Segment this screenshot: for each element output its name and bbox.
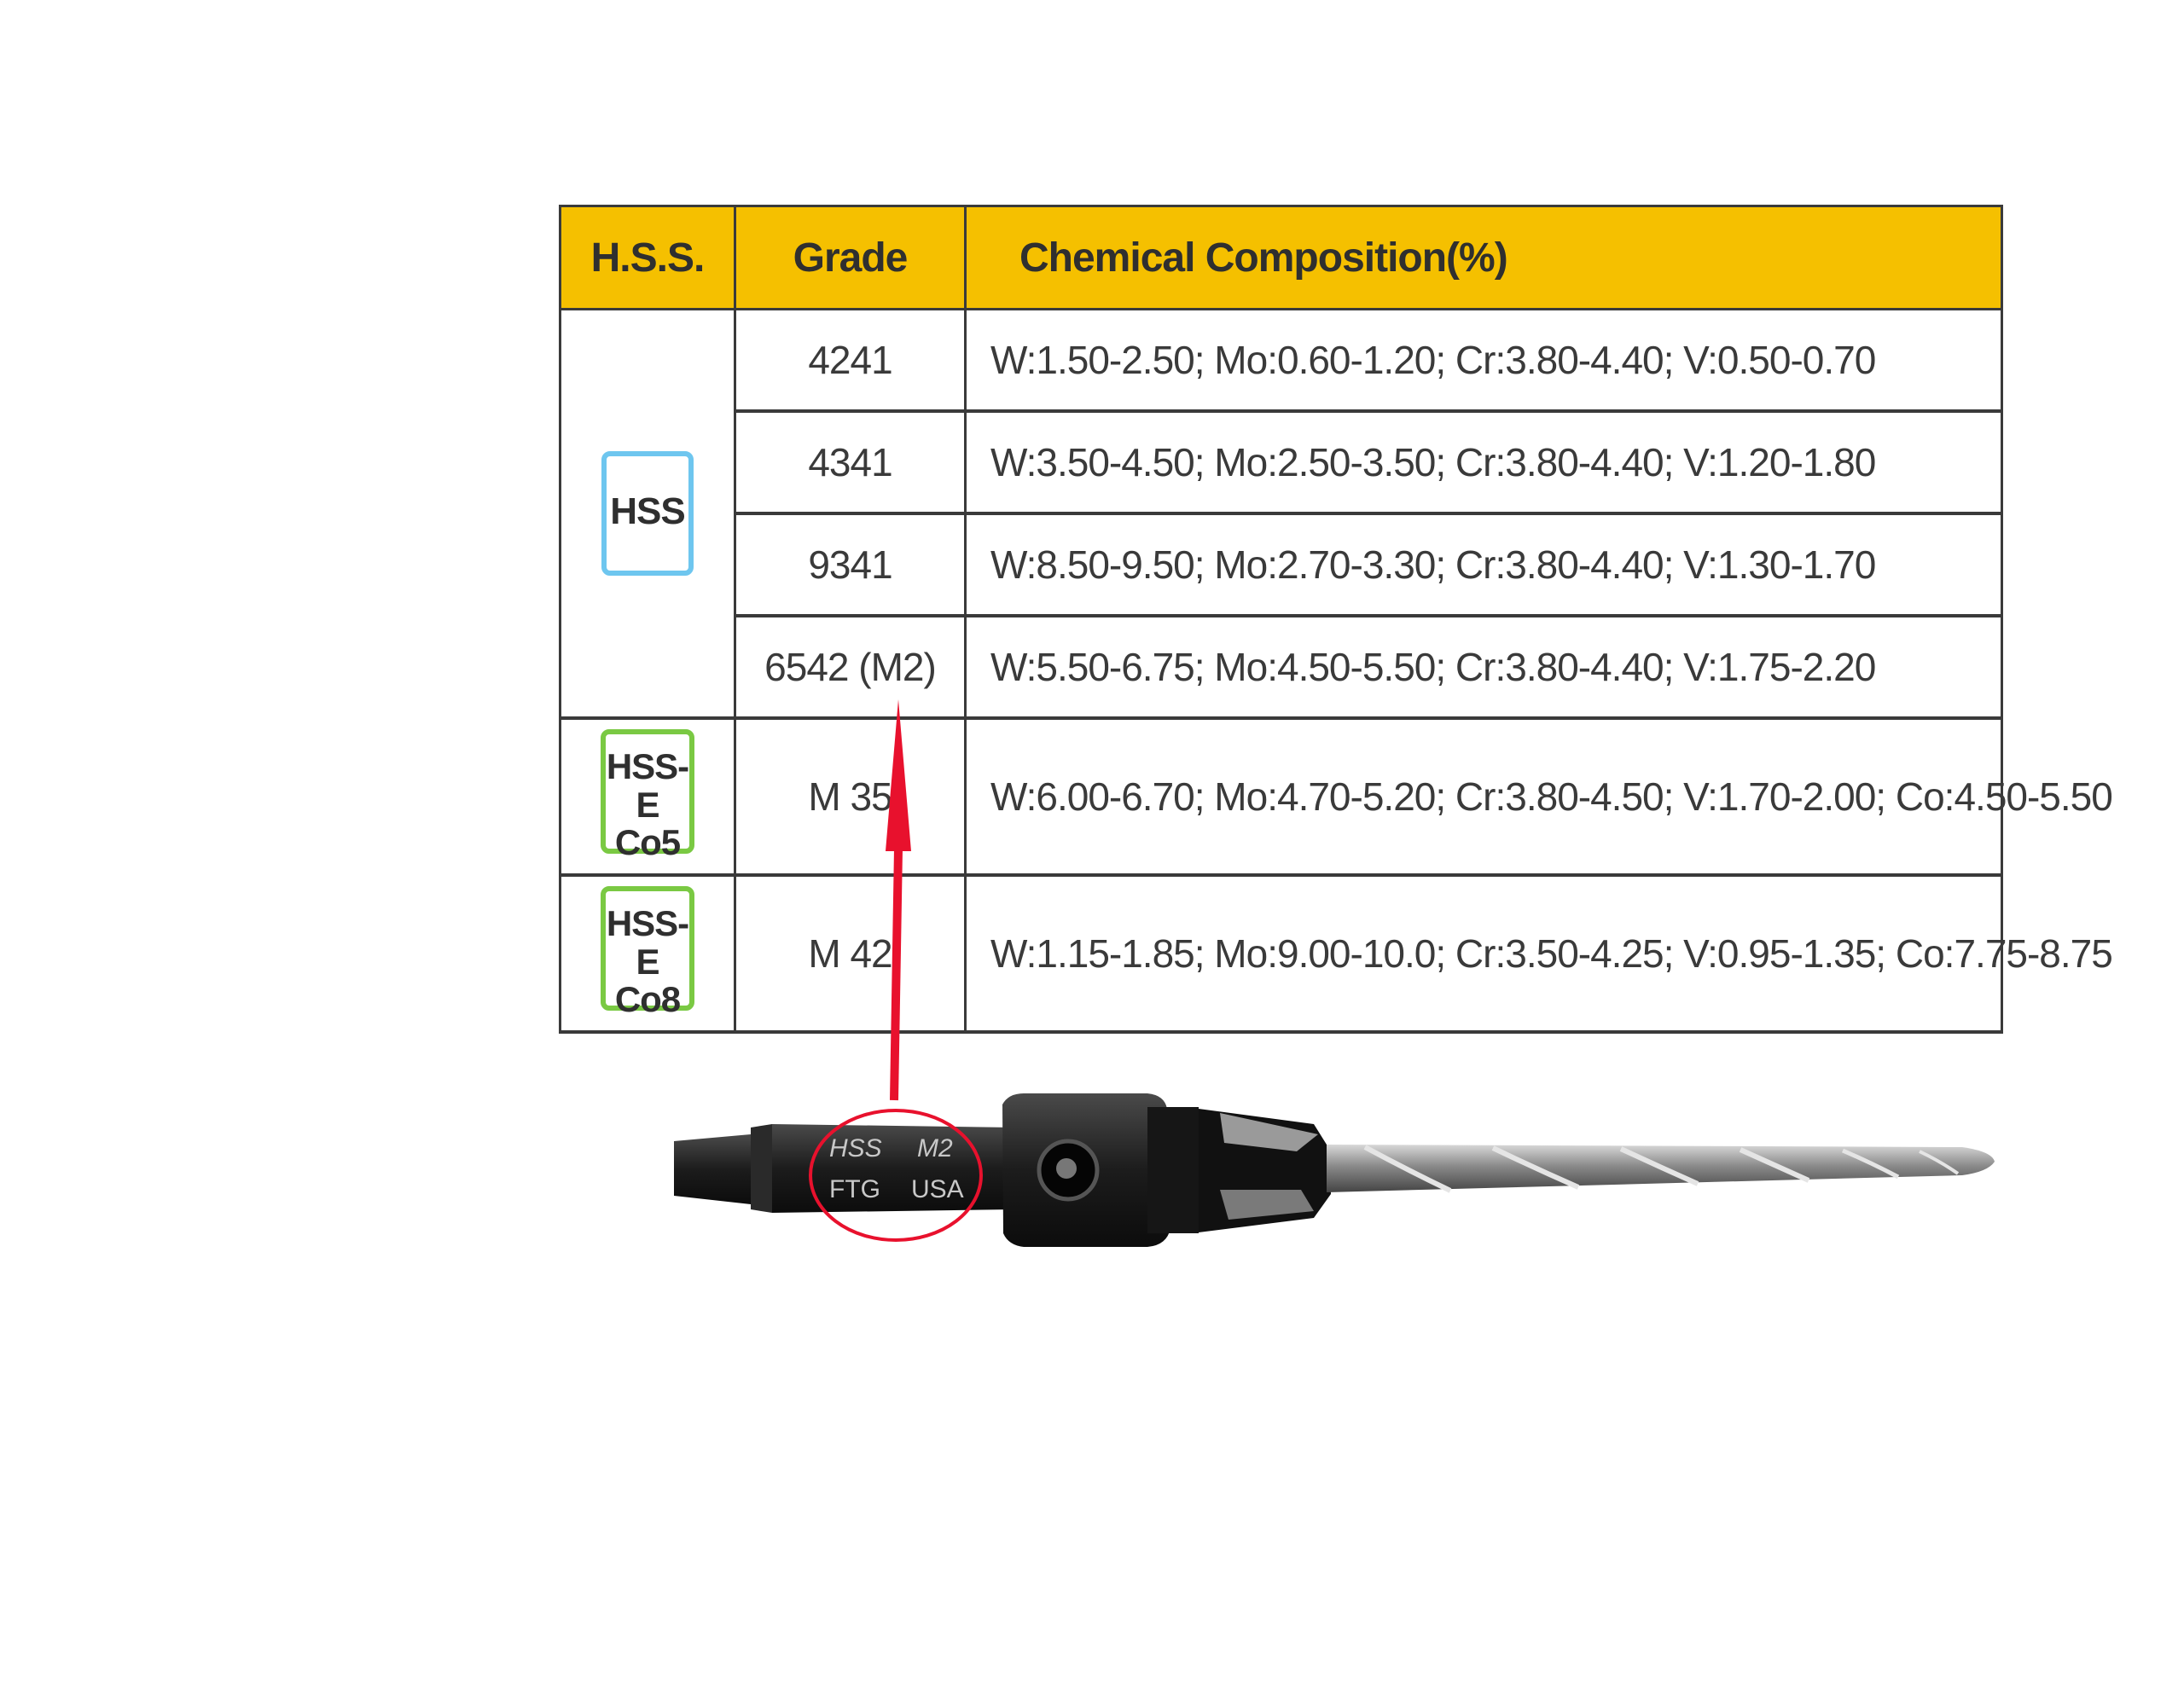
hss-badge: HSS bbox=[601, 451, 694, 576]
header-composition: Chemical Composition(%) bbox=[964, 205, 2003, 310]
group-hss-e-co8: HSS-E Co8 bbox=[559, 875, 736, 1034]
marking-hss: HSS bbox=[829, 1134, 882, 1162]
annotation-arrow bbox=[886, 699, 911, 1101]
table-row: HSS-E Co8 M 42 W:1.15-1.85; Mo:9.00-10.0… bbox=[559, 875, 2113, 1034]
table-row: 6542 (M2) W:5.50-6.75; Mo:4.50-5.50; Cr:… bbox=[561, 616, 2003, 720]
hss-e-co8-badge: HSS-E Co8 bbox=[601, 886, 694, 1017]
marking-usa: USA bbox=[911, 1175, 964, 1203]
composition-cell: W:6.00-6.70; Mo:4.70-5.20; Cr:3.80-4.50;… bbox=[964, 718, 2113, 877]
table-row: HSS 4241 W:1.50-2.50; Mo:0.60-1.20; Cr:3… bbox=[559, 309, 2003, 720]
composition-cell: W:1.15-1.85; Mo:9.00-10.0; Cr:3.50-4.25;… bbox=[964, 875, 2113, 1034]
drill-marking: HSS M2 FTG USA bbox=[829, 1134, 964, 1203]
grade-cell: 4241 bbox=[734, 309, 967, 413]
marking-ftg: FTG bbox=[829, 1175, 880, 1203]
stop-collar bbox=[1002, 1093, 1199, 1247]
composition-cell: W:8.50-9.50; Mo:2.70-3.30; Cr:3.80-4.40;… bbox=[964, 513, 2003, 617]
countersink-cutter bbox=[1199, 1109, 1331, 1232]
header-grade: Grade bbox=[734, 205, 967, 310]
marking-m2: M2 bbox=[917, 1134, 953, 1162]
table-row: HSS-E Co5 M 35 W:6.00-6.70; Mo:4.70-5.20… bbox=[559, 718, 2113, 877]
highlight-ellipse bbox=[809, 1109, 983, 1242]
composition-cell: W:5.50-6.75; Mo:4.50-5.50; Cr:3.80-4.40;… bbox=[964, 616, 2003, 720]
table-row: 9341 W:8.50-9.50; Mo:2.70-3.30; Cr:3.80-… bbox=[561, 513, 2003, 617]
header-hss: H.S.S. bbox=[559, 205, 736, 310]
grade-cell: M 35 bbox=[734, 718, 967, 877]
hss-composition-table: H.S.S. Grade Chemical Composition(%) HSS… bbox=[559, 205, 2113, 1034]
hex-shank bbox=[674, 1124, 1015, 1213]
drill-bit bbox=[1327, 1145, 1995, 1193]
group-hss-e-co5: HSS-E Co5 bbox=[559, 718, 736, 877]
grade-cell: 6542 (M2) bbox=[734, 616, 967, 720]
hss-e-co5-badge: HSS-E Co5 bbox=[601, 729, 694, 861]
composition-cell: W:1.50-2.50; Mo:0.60-1.20; Cr:3.80-4.40;… bbox=[964, 309, 2003, 413]
group-hss: HSS bbox=[559, 309, 736, 720]
grade-cell: M 42 bbox=[734, 875, 967, 1034]
table-row: 4341 W:3.50-4.50; Mo:2.50-3.50; Cr:3.80-… bbox=[561, 411, 2003, 515]
table-header-row: H.S.S. Grade Chemical Composition(%) bbox=[559, 205, 2003, 310]
grade-cell: 9341 bbox=[734, 513, 967, 617]
composition-cell: W:3.50-4.50; Mo:2.50-3.50; Cr:3.80-4.40;… bbox=[964, 411, 2003, 515]
grade-cell: 4341 bbox=[734, 411, 967, 515]
